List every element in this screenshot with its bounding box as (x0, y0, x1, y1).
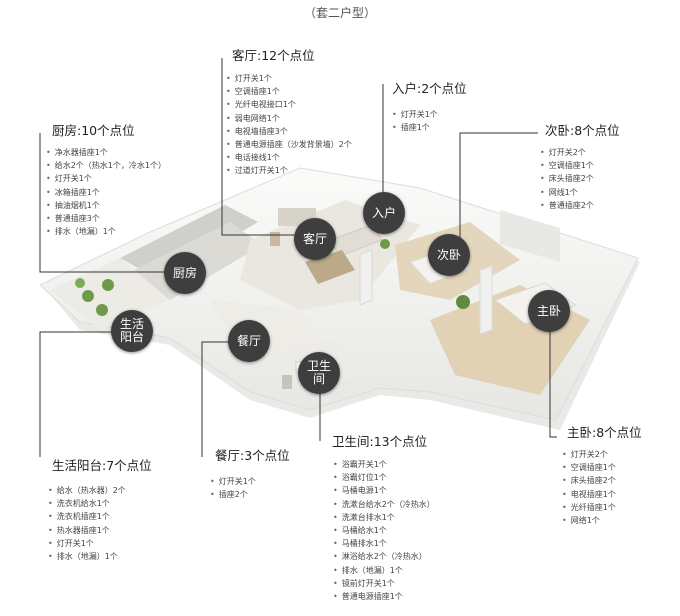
list-item: 灯开关1个 (210, 475, 256, 488)
list-item: 灯开关1个 (46, 172, 166, 185)
heading-bathroom: 卫生间:13个点位 (332, 434, 428, 449)
list-item: 淋浴给水2个（冷热水） (333, 550, 435, 563)
list-item: 光纤插座1个 (562, 501, 616, 514)
list-balcony: 给水（热水器）2个 洗衣机给水1个 洗衣机插座1个 热水器插座1个 灯开关1个 … (48, 484, 126, 563)
node-balcony: 生活阳台 (111, 310, 153, 352)
heading-entrance: 入户:2个点位 (392, 81, 467, 96)
list-item: 排水（地漏）1个 (46, 225, 166, 238)
list-living: 灯开关1个 空调插座1个 光纤电视接口1个 弱电网络1个 电视墙插座3个 普通电… (226, 72, 352, 178)
list-dining: 灯开关1个 插座2个 (210, 475, 256, 501)
list-item: 洗衣机给水1个 (48, 497, 126, 510)
connector-lines (39, 58, 557, 457)
heading-dining: 餐厅:3个点位 (215, 448, 290, 463)
list-kitchen: 净水器插座1个 给水2个（热水1个，冷水1个） 灯开关1个 冰箱插座1个 抽油烟… (46, 146, 166, 238)
list-item: 净水器插座1个 (46, 146, 166, 159)
list-item: 灯开关1个 (226, 72, 352, 85)
node-second-bedroom: 次卧 (428, 234, 470, 276)
list-item: 电话接线1个 (226, 151, 352, 164)
list-item: 洗漱台排水1个 (333, 511, 435, 524)
list-item: 普通电源插座（沙发背景墙）2个 (226, 138, 352, 151)
list-item: 空调插座1个 (540, 159, 594, 172)
node-dining: 餐厅 (228, 320, 270, 362)
list-item: 马桶电源1个 (333, 484, 435, 497)
list-item: 镜前灯开关1个 (333, 577, 435, 590)
list-bathroom: 浴霸开关1个 浴霸灯位1个 马桶电源1个 洗漱台给水2个（冷热水） 洗漱台排水1… (333, 458, 435, 603)
list-item: 插座1个 (392, 121, 438, 134)
list-item: 空调插座1个 (562, 461, 616, 474)
list-item: 插座2个 (210, 488, 256, 501)
list-entrance: 灯开关1个 插座1个 (392, 108, 438, 134)
list-item: 灯开关2个 (562, 448, 616, 461)
heading-second-bedroom: 次卧:8个点位 (545, 123, 620, 138)
node-kitchen: 厨房 (164, 252, 206, 294)
heading-master-bedroom: 主卧:8个点位 (567, 425, 642, 440)
list-item: 浴霸灯位1个 (333, 471, 435, 484)
list-item: 电视插座1个 (562, 488, 616, 501)
list-item: 网络1个 (562, 514, 616, 527)
list-item: 普通电源插座1个 (333, 590, 435, 603)
list-item: 给水2个（热水1个，冷水1个） (46, 159, 166, 172)
list-item: 热水器插座1个 (48, 524, 126, 537)
heading-kitchen: 厨房:10个点位 (52, 123, 135, 138)
node-living: 客厅 (294, 218, 336, 260)
list-item: 浴霸开关1个 (333, 458, 435, 471)
list-item: 弱电网络1个 (226, 112, 352, 125)
list-item: 排水（地漏）1个 (333, 564, 435, 577)
list-item: 抽油烟机1个 (46, 199, 166, 212)
list-item: 马桶给水1个 (333, 524, 435, 537)
list-item: 床头插座2个 (562, 474, 616, 487)
list-item: 网线1个 (540, 186, 594, 199)
list-item: 过道灯开关1个 (226, 164, 352, 177)
list-item: 排水（地漏）1个 (48, 550, 126, 563)
list-item: 灯开关1个 (48, 537, 126, 550)
list-item: 普通插座2个 (540, 199, 594, 212)
list-item: 洗衣机插座1个 (48, 510, 126, 523)
page-title: （套二户型） (303, 6, 376, 20)
list-item: 光纤电视接口1个 (226, 98, 352, 111)
list-item: 电视墙插座3个 (226, 125, 352, 138)
list-item: 洗漱台给水2个（冷热水） (333, 498, 435, 511)
list-master-bedroom: 灯开关2个 空调插座1个 床头插座2个 电视插座1个 光纤插座1个 网络1个 (562, 448, 616, 527)
node-entrance: 入户 (363, 192, 405, 234)
node-bathroom: 卫生间 (298, 352, 340, 394)
list-item: 空调插座1个 (226, 85, 352, 98)
list-item: 给水（热水器）2个 (48, 484, 126, 497)
list-item: 床头插座2个 (540, 172, 594, 185)
heading-balcony: 生活阳台:7个点位 (52, 458, 152, 473)
list-item: 灯开关1个 (392, 108, 438, 121)
node-master-bedroom: 主卧 (528, 290, 570, 332)
list-second-bedroom: 灯开关2个 空调插座1个 床头插座2个 网线1个 普通插座2个 (540, 146, 594, 212)
list-item: 普通插座3个 (46, 212, 166, 225)
list-item: 马桶排水1个 (333, 537, 435, 550)
list-item: 冰箱插座1个 (46, 186, 166, 199)
heading-living: 客厅:12个点位 (232, 48, 315, 63)
list-item: 灯开关2个 (540, 146, 594, 159)
